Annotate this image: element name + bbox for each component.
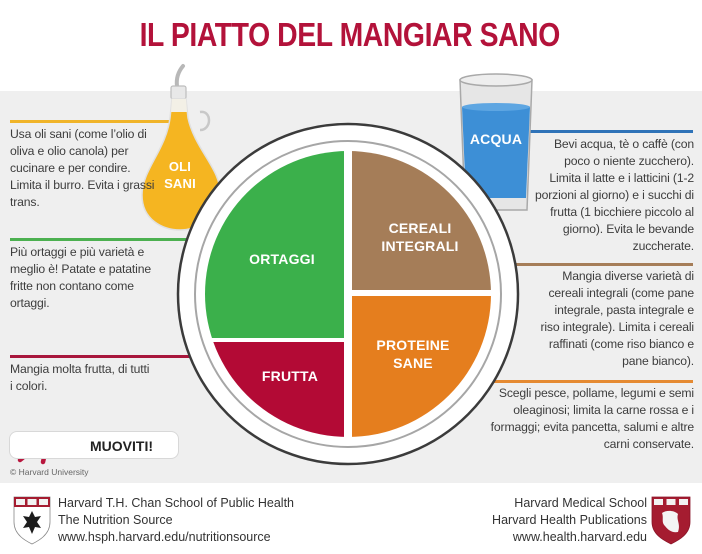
footer-left: Harvard T.H. Chan School of Public Healt… <box>58 495 294 546</box>
plate <box>176 122 520 466</box>
grains-note: Mangia diverse varietà di cereali integr… <box>540 269 694 368</box>
vegetables-rule <box>10 238 220 241</box>
water-rule <box>527 130 693 133</box>
vegetables-label: ORTAGGI <box>249 251 315 267</box>
move-button[interactable]: MUOVITI! <box>9 431 179 459</box>
oils-label-2: SANI <box>164 176 196 191</box>
oil-bottle-icon <box>141 64 221 231</box>
harvard-chan-shield-icon <box>13 496 51 545</box>
fruits-note: Mangia molta frutta, di tutti i colori. <box>10 362 150 393</box>
footer-left-school: Harvard T.H. Chan School of Public Healt… <box>58 496 294 510</box>
copyright: © Harvard University <box>10 467 89 477</box>
grains-label-2: INTEGRALI <box>381 238 459 254</box>
harvard-medical-shield-icon <box>651 496 691 545</box>
oils-rule <box>10 120 170 123</box>
footer-right-school: Harvard Medical School <box>514 496 647 510</box>
oils-note: Usa oli sani (come l’olio di oliva e oli… <box>10 127 155 209</box>
footer-left-source: The Nutrition Source <box>58 513 173 527</box>
fruits-rule <box>10 355 220 358</box>
water-glass-icon <box>459 73 533 211</box>
protein-label-1: PROTEINE <box>376 337 450 353</box>
footer-right: Harvard Medical School Harvard Health Pu… <box>440 495 647 546</box>
footer-left-url[interactable]: www.hsph.harvard.edu/nutritionsource <box>58 530 271 544</box>
move-button-label: MUOVITI! <box>90 438 153 454</box>
oils-label-1: OLI <box>168 159 192 174</box>
footer-right-url[interactable]: www.health.harvard.edu <box>512 530 647 544</box>
water-label: ACQUA <box>469 131 523 147</box>
page-title: IL PIATTO DEL MANGIAR SANO <box>139 16 561 53</box>
protein-rule <box>468 380 693 383</box>
grains-rule <box>480 263 693 266</box>
protein-label-2: SANE <box>393 355 433 371</box>
water-note: Bevi acqua, tè o caffè (con poco o nient… <box>535 137 694 253</box>
vegetables-note: Più ortaggi e più varietà e meglio è! Pa… <box>10 245 151 310</box>
grains-label-1: CEREALI <box>388 220 452 236</box>
protein-note: Scegli pesce, pollame, legumi e semi ole… <box>490 386 694 451</box>
footer-right-publications: Harvard Health Publications <box>492 513 647 527</box>
fruits-label: FRUTTA <box>261 368 319 384</box>
